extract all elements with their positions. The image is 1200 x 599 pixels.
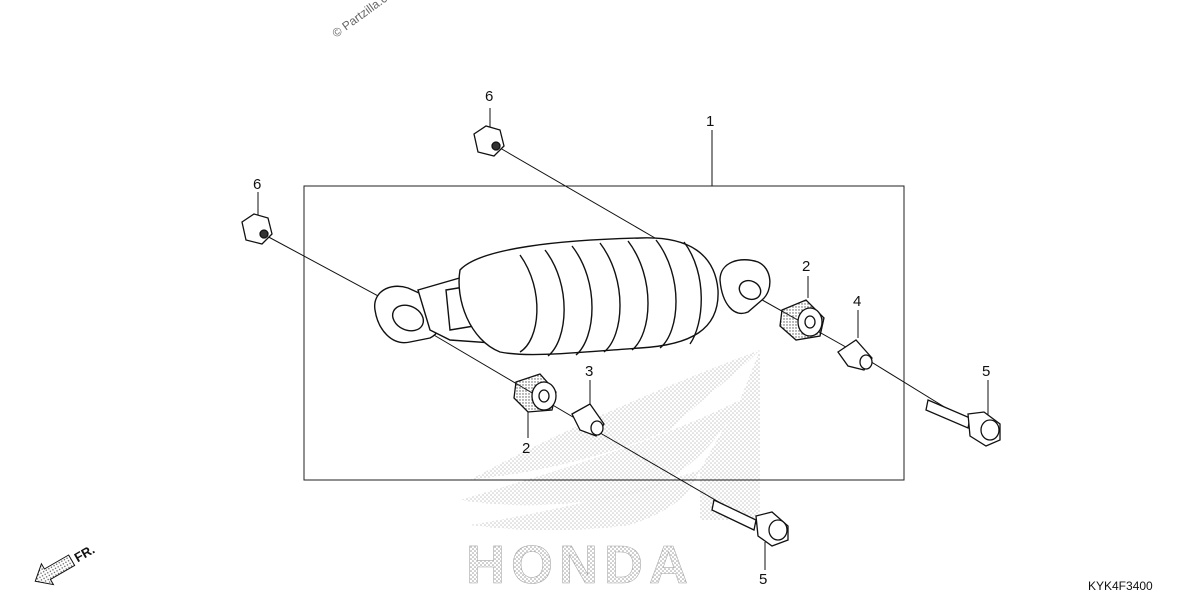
assembly-frame bbox=[303, 185, 905, 481]
callouts: 1 6 6 2 4 3 2 5 5 bbox=[253, 88, 990, 588]
bushing-right bbox=[779, 299, 825, 341]
callout-bolt-bottom: 5 bbox=[759, 571, 767, 588]
callout-collar-right: 4 bbox=[853, 293, 861, 310]
front-direction-label: FR. bbox=[72, 542, 98, 565]
collar-right bbox=[837, 339, 873, 371]
callout-bolt-right: 5 bbox=[982, 363, 990, 380]
bolt-bottom bbox=[711, 499, 789, 547]
front-direction-arrow: FR. bbox=[34, 542, 98, 586]
diagram-code: KYK4F3400 bbox=[1088, 579, 1153, 593]
collar-left bbox=[571, 403, 605, 437]
callout-cap-left: 6 bbox=[253, 176, 261, 193]
callout-bushing-right: 2 bbox=[802, 258, 810, 275]
cap-nut-top bbox=[473, 125, 505, 157]
copyright-watermark: © Partzilla.com bbox=[330, 0, 404, 40]
bolt-right bbox=[925, 399, 1001, 447]
cap-nut-left bbox=[241, 213, 273, 245]
callout-cap-top: 6 bbox=[485, 88, 493, 105]
callout-collar-left: 3 bbox=[585, 363, 593, 380]
honda-brand-text: HONDA bbox=[466, 535, 694, 595]
honda-wing-logo bbox=[460, 350, 760, 531]
bushing-left bbox=[513, 373, 557, 413]
callout-shock-absorber: 1 bbox=[706, 113, 714, 130]
rear-shock-absorber bbox=[374, 237, 771, 357]
callout-bushing-left: 2 bbox=[522, 440, 530, 457]
